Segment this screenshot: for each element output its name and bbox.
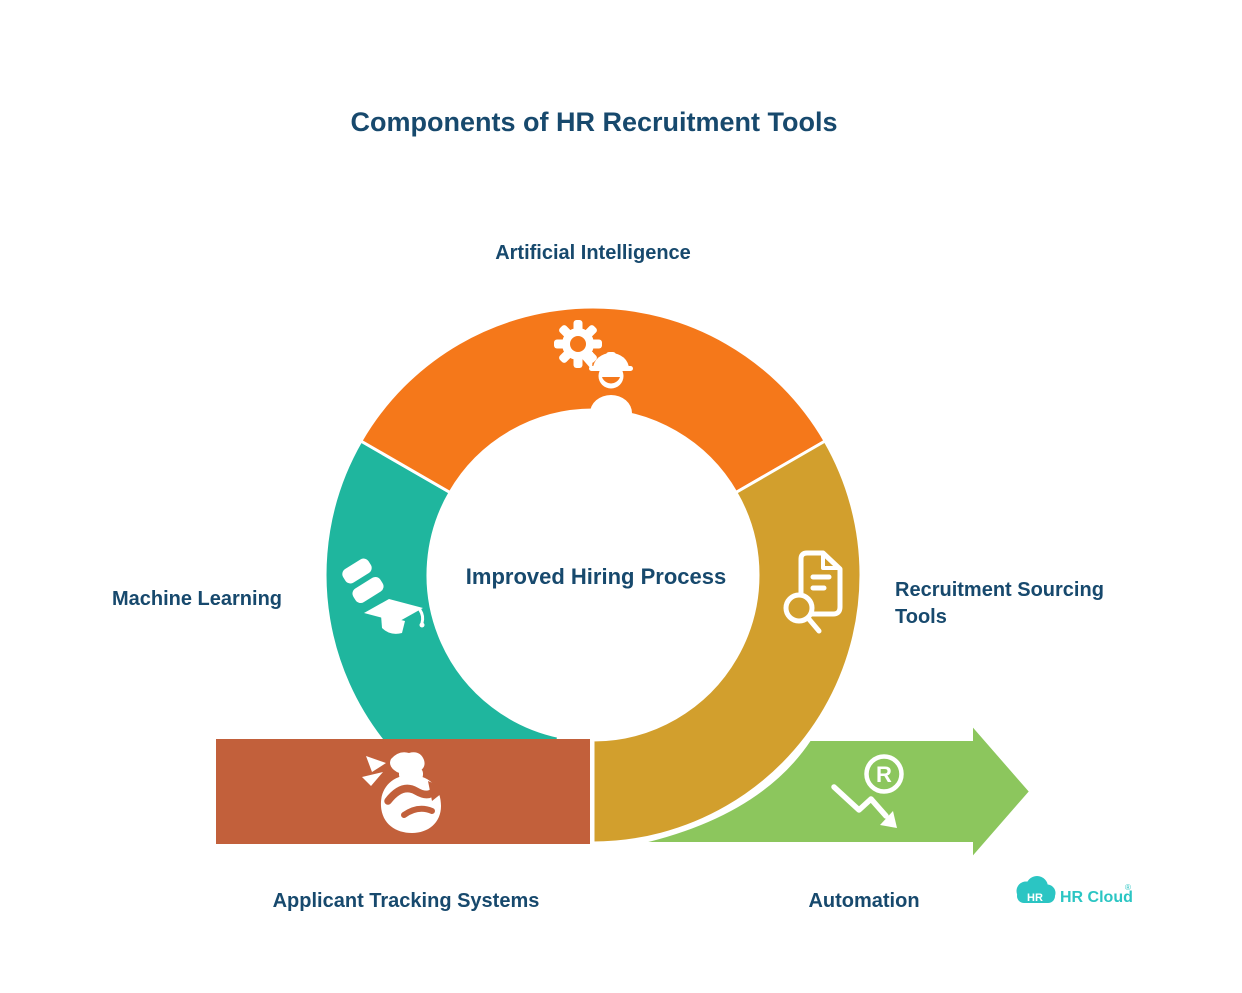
money-bag-icon bbox=[362, 752, 447, 833]
segment-artificial-intelligence bbox=[358, 305, 828, 495]
gear-engineer-icon bbox=[554, 320, 633, 413]
segment-recruitment-sourcing bbox=[591, 438, 863, 845]
label-recruitment-sourcing-tools: Recruitment Sourcing Tools bbox=[895, 579, 1104, 628]
hr-cloud-logo: HR HR Cloud ® bbox=[1016, 876, 1133, 906]
graduation-cap-icon bbox=[342, 558, 425, 634]
page-title: Components of HR Recruitment Tools bbox=[350, 107, 838, 137]
label-improved-hiring-process: Improved Hiring Process bbox=[465, 564, 727, 589]
label-artificial-intelligence: Artificial Intelligence bbox=[495, 242, 691, 264]
cloud-icon bbox=[1016, 876, 1056, 903]
label-automation: Automation bbox=[808, 890, 920, 912]
logo-registered-mark: ® bbox=[1125, 883, 1131, 892]
r-badge-trend-arrow-icon: R bbox=[831, 754, 904, 828]
label-machine-learning: Machine Learning bbox=[111, 588, 283, 610]
logo-brand-text: HR Cloud bbox=[1060, 889, 1133, 906]
automation-letter: R bbox=[876, 762, 892, 787]
logo-badge-text: HR bbox=[1027, 892, 1043, 904]
label-applicant-tracking-systems: Applicant Tracking Systems bbox=[272, 890, 540, 912]
document-search-icon bbox=[783, 550, 843, 634]
